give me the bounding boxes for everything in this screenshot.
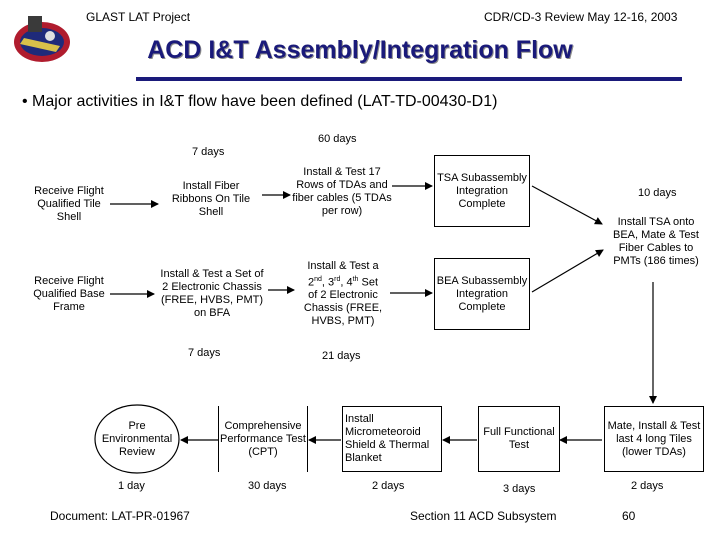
- project-name: GLAST LAT Project: [86, 10, 191, 24]
- duration-21-days: 21 days: [322, 350, 361, 362]
- duration-60-days: 60 days: [318, 133, 357, 145]
- install-fiber-box: Install Fiber Ribbons On Tile Shell: [162, 172, 260, 226]
- install-test-17-label: Install & Test 17 Rows of TDAs and fiber…: [292, 166, 392, 217]
- mate-install-test-label: Mate, Install & Test last 4 long Tiles (…: [607, 419, 701, 458]
- title-rule: [136, 77, 682, 81]
- cpt-label: Comprehensive Performance Test (CPT): [219, 419, 306, 458]
- install-tsa-onto-bea-label: Install TSA onto BEA, Mate & Test Fiber …: [612, 216, 699, 267]
- mate-install-test-box: Mate, Install & Test last 4 long Tiles (…: [604, 406, 704, 472]
- bea-subassembly-box: BEA Subassembly Integration Complete: [434, 258, 530, 330]
- arrow-tsa-to-install: [531, 185, 603, 225]
- install-tsa-onto-bea-box: Install TSA onto BEA, Mate & Test Fiber …: [604, 204, 708, 280]
- bullet-text: • Major activities in I&T flow have been…: [22, 93, 498, 110]
- install-micrometeoroid-box: Install Micrometeoroid Shield & Thermal …: [342, 406, 442, 472]
- page-title: ACD I&T Assembly/Integration Flow: [147, 36, 573, 64]
- install-test-a-box: Install & Test a 2nd, 3rd, 4th Set of 2 …: [296, 254, 390, 334]
- ordinal-sets-line: 2nd, 3rd, 4th Set: [307, 275, 379, 289]
- document-number: Document: LAT-PR-01967: [50, 509, 190, 523]
- install-test-set-box: Install & Test a Set of 2 Electronic Cha…: [156, 254, 268, 334]
- arrow-bea-to-install: [531, 249, 604, 293]
- duration-10-days: 10 days: [638, 187, 677, 199]
- receive-base-frame-box: Receive Flight Qualified Base Frame: [24, 268, 114, 320]
- pre-env-ellipse: [94, 404, 180, 474]
- receive-tile-shell-box: Receive Flight Qualified Tile Shell: [26, 178, 112, 230]
- glast-logo: [10, 12, 74, 70]
- duration-2-days-micro: 2 days: [372, 480, 405, 492]
- bea-subassembly-label: BEA Subassembly Integration Complete: [436, 274, 528, 313]
- duration-30-days: 30 days: [248, 480, 287, 492]
- pre-environmental-review-label: Pre Environmental Review: [101, 419, 173, 458]
- install-test-17-box: Install & Test 17 Rows of TDAs and fiber…: [292, 158, 392, 226]
- duration-1-day: 1 day: [118, 480, 145, 492]
- pre-environmental-review-box: Pre Environmental Review: [94, 404, 180, 474]
- section-label: Section 11 ACD Subsystem: [410, 509, 557, 523]
- tsa-subassembly-label: TSA Subassembly Integration Complete: [437, 171, 527, 210]
- full-functional-test-box: Full Functional Test: [478, 406, 560, 472]
- install-test-set-label: Install & Test a Set of 2 Electronic Cha…: [160, 268, 264, 319]
- review-label: CDR/CD-3 Review May 12-16, 2003: [484, 10, 678, 24]
- receive-base-frame-label: Receive Flight Qualified Base Frame: [33, 274, 105, 313]
- duration-7-days-top: 7 days: [192, 146, 225, 158]
- pre-env-text-wrap: Pre Environmental Review: [94, 404, 180, 474]
- duration-3-days: 3 days: [503, 483, 536, 495]
- install-micrometeoroid-label: Install Micrometeoroid Shield & Thermal …: [345, 413, 430, 464]
- full-functional-test-label: Full Functional Test: [483, 426, 555, 451]
- cpt-box: Comprehensive Performance Test (CPT): [218, 406, 308, 472]
- duration-7-days-bottom: 7 days: [188, 347, 221, 359]
- install-fiber-label: Install Fiber Ribbons On Tile Shell: [171, 179, 251, 218]
- install-test-a-rest: of 2 Electronic Chassis (FREE, HVBS, PMT…: [303, 289, 383, 328]
- tsa-subassembly-box: TSA Subassembly Integration Complete: [434, 155, 530, 227]
- install-test-a-line1: Install & Test a: [307, 259, 379, 272]
- page-number: 60: [622, 509, 636, 523]
- receive-tile-shell-label: Receive Flight Qualified Tile Shell: [34, 184, 104, 223]
- duration-2-days-mate: 2 days: [631, 480, 664, 492]
